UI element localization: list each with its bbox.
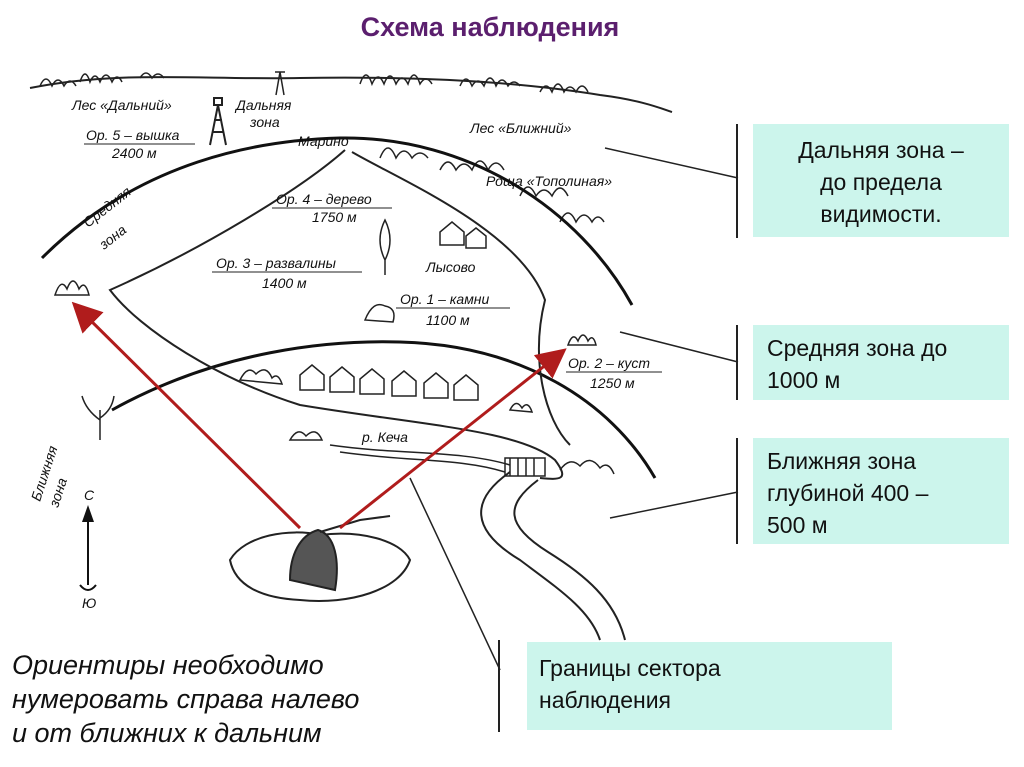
label-landmark5-name: Ор. 5 – вышка [86, 127, 180, 143]
callout-bar-near [736, 438, 738, 544]
callout-sector-line-2: наблюдения [539, 687, 672, 713]
sector-arrow-right [339, 348, 567, 530]
road-south [480, 471, 601, 641]
label-lysovo: Лысово [425, 259, 476, 275]
horizon-line [29, 76, 673, 113]
treeline [39, 72, 605, 224]
callout-near-zone: Ближняя зона глубиной 400 – 500 м [753, 438, 1009, 544]
label-middle-zone-1: Средняя [80, 183, 134, 230]
note-line-3: и от ближних к дальним [12, 718, 322, 748]
callout-leaders [409, 147, 739, 671]
callout-far-line-1: Дальняя зона – [798, 137, 964, 163]
bushes [53, 218, 615, 475]
compass-north-label: С [84, 487, 95, 503]
note-line-1: Ориентиры необходимо [12, 650, 324, 680]
callout-far-zone: Дальняя зона – до предела видимости. [753, 124, 1009, 237]
observer-trench [228, 515, 412, 602]
callout-far-line-2: до предела [820, 169, 942, 195]
callout-near-line-1: Ближняя зона [767, 448, 917, 474]
river [329, 444, 511, 473]
label-landmark3-name: Ор. 3 – развалины [216, 255, 337, 271]
label-forest-near: Лес «Ближний» [469, 120, 572, 136]
label-far-zone-1: Дальняя [234, 97, 292, 113]
label-landmark4-dist: 1750 м [312, 209, 357, 225]
label-landmark2-name: Ор. 2 – куст [568, 355, 650, 371]
label-landmark2-dist: 1250 м [590, 375, 635, 391]
sector-arrow-left [71, 301, 302, 530]
callout-far-line-3: видимости. [820, 201, 942, 227]
label-marino: Марино [298, 133, 349, 149]
label-landmark1-dist: 1100 м [426, 312, 470, 328]
callout-bar-sector [498, 640, 500, 732]
label-forest-far: Лес «Дальний» [71, 97, 172, 113]
mast-icon [275, 71, 285, 96]
callout-sector-line-1: Границы сектора [539, 655, 721, 681]
callout-middle-line-1: Средняя зона до [767, 335, 948, 361]
road [108, 149, 564, 480]
near-zone-boundary [111, 340, 657, 479]
page-title: Схема наблюдения [360, 12, 620, 42]
label-landmark3-dist: 1400 м [262, 275, 307, 291]
label-middle-zone-2: зона [95, 221, 129, 253]
label-river: р. Кеча [361, 429, 408, 445]
callout-bar-far [736, 124, 738, 238]
far-zone-boundary [40, 136, 634, 306]
label-landmark5-dist: 2400 м [111, 145, 157, 161]
compass-south-label: Ю [82, 595, 96, 611]
callout-middle-line-2: 1000 м [767, 367, 841, 393]
label-landmark4-name: Ор. 4 – дерево [276, 191, 372, 207]
note-line-2: нумеровать справа налево [12, 684, 360, 714]
label-landmark1-name: Ор. 1 – камни [400, 291, 490, 307]
road-edge [351, 151, 571, 446]
label-far-zone-2: зона [249, 114, 280, 130]
road-south-edge [513, 479, 626, 641]
compass-icon [79, 505, 97, 591]
callout-sector-boundaries: Границы сектора наблюдения [527, 642, 892, 730]
landmark-numbering-note: Ориентиры необходимо нумеровать справа н… [12, 648, 432, 750]
callout-bar-middle [736, 325, 738, 400]
callout-middle-zone: Средняя зона до 1000 м [753, 325, 1009, 400]
callout-near-line-3: 500 м [767, 512, 828, 538]
label-grove: Роща «Тополиная» [486, 173, 612, 189]
tower-icon [209, 97, 227, 146]
village-houses [299, 221, 487, 401]
callout-near-line-2: глубиной 400 – [767, 480, 929, 506]
bridge-icon [504, 457, 546, 477]
